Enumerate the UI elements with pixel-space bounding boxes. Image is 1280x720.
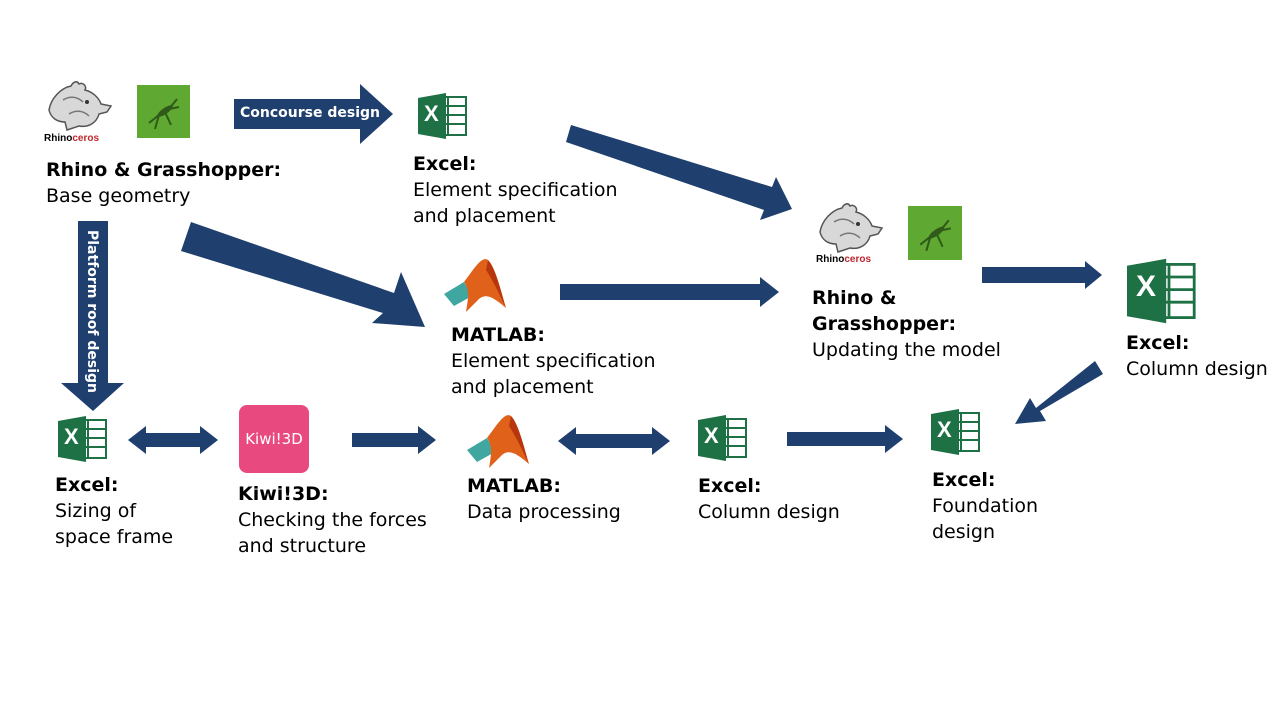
arrow-excel-column-to-foundation-mid — [787, 425, 903, 453]
kiwi3d-logo-icon: Kiwi!3D — [239, 405, 309, 473]
node-desc: Column design — [1126, 358, 1268, 380]
node-title: Rhino & Grasshopper: — [46, 159, 282, 181]
node-desc: Element specification — [451, 350, 656, 372]
arrow-concourse-roof-design — [181, 222, 425, 327]
node-excel-foundation: Excel: Foundation design — [932, 467, 1038, 545]
node-desc: Updating the model — [812, 339, 1001, 361]
node-title: Excel: — [1126, 332, 1190, 354]
rhinoceros-logo-icon: Rhinoceros — [43, 80, 115, 146]
node-desc: Column design — [698, 501, 840, 523]
arrow-excel-to-rhino-update — [566, 125, 792, 220]
matlab-logo-icon — [465, 412, 531, 472]
matlab-logo-icon — [442, 256, 508, 316]
node-title: MATLAB: — [467, 475, 561, 497]
node-desc: Sizing of — [55, 500, 137, 522]
node-excel-column-right: Excel: Column design — [1126, 330, 1268, 382]
node-excel-sizing: Excel: Sizing of space frame — [55, 472, 173, 550]
node-desc: and placement — [413, 205, 556, 227]
node-title: Excel: — [698, 475, 762, 497]
excel-icon: X — [1127, 258, 1197, 324]
rhinoceros-logo-icon: Rhinoceros — [814, 202, 886, 268]
node-desc: Data processing — [467, 501, 621, 523]
grasshopper-logo-icon — [137, 85, 190, 138]
node-desc: Base geometry — [46, 185, 191, 207]
node-title: Grasshopper: — [812, 313, 957, 335]
node-title: MATLAB: — [451, 324, 545, 346]
arrow-concourse-design — [234, 84, 393, 144]
node-desc: and structure — [238, 535, 367, 557]
excel-icon: X — [58, 416, 108, 462]
node-kiwi3d: Kiwi!3D: Checking the forces and structu… — [238, 481, 427, 559]
node-desc: design — [932, 521, 996, 543]
node-desc: Checking the forces — [238, 509, 427, 531]
node-title: Excel: — [413, 153, 477, 175]
node-matlab-data: MATLAB: Data processing — [467, 473, 621, 525]
node-desc: Foundation — [932, 495, 1039, 517]
excel-icon: X — [418, 93, 468, 139]
node-desc: Element specification — [413, 179, 618, 201]
arrow-kiwi-to-matlab — [352, 426, 436, 454]
arrow-platform-roof-design — [61, 221, 124, 411]
arrow-label-platform-roof-design: Platform roof design — [84, 230, 100, 394]
node-matlab-element: MATLAB: Element specification and placem… — [451, 322, 656, 400]
node-excel-element: Excel: Element specification and placeme… — [413, 151, 618, 229]
grasshopper-logo-icon — [908, 206, 962, 260]
excel-icon: X — [698, 415, 748, 461]
arrow-label-concourse-design: Concourse design — [240, 105, 380, 121]
arrow-rhino-update-to-excel-column — [982, 261, 1102, 289]
node-desc: space frame — [55, 526, 174, 548]
node-desc: and placement — [451, 376, 594, 398]
node-title: Kiwi!3D: — [238, 483, 329, 505]
node-title: Rhino & — [812, 287, 897, 309]
node-excel-column-mid: Excel: Column design — [698, 473, 840, 525]
arrow-excel-sizing-kiwi — [128, 426, 218, 454]
node-rhino-update: Rhino & Grasshopper: Updating the model — [812, 285, 1001, 363]
arrow-matlab-excel-column — [558, 427, 670, 455]
node-title: Excel: — [932, 469, 996, 491]
node-title: Excel: — [55, 474, 119, 496]
arrow-matlab-to-rhino-update — [560, 277, 779, 307]
excel-icon: X — [931, 409, 981, 455]
node-rhino-base: Rhino & Grasshopper: Base geometry — [46, 157, 281, 209]
arrow-excel-column-to-foundation — [1015, 361, 1103, 424]
